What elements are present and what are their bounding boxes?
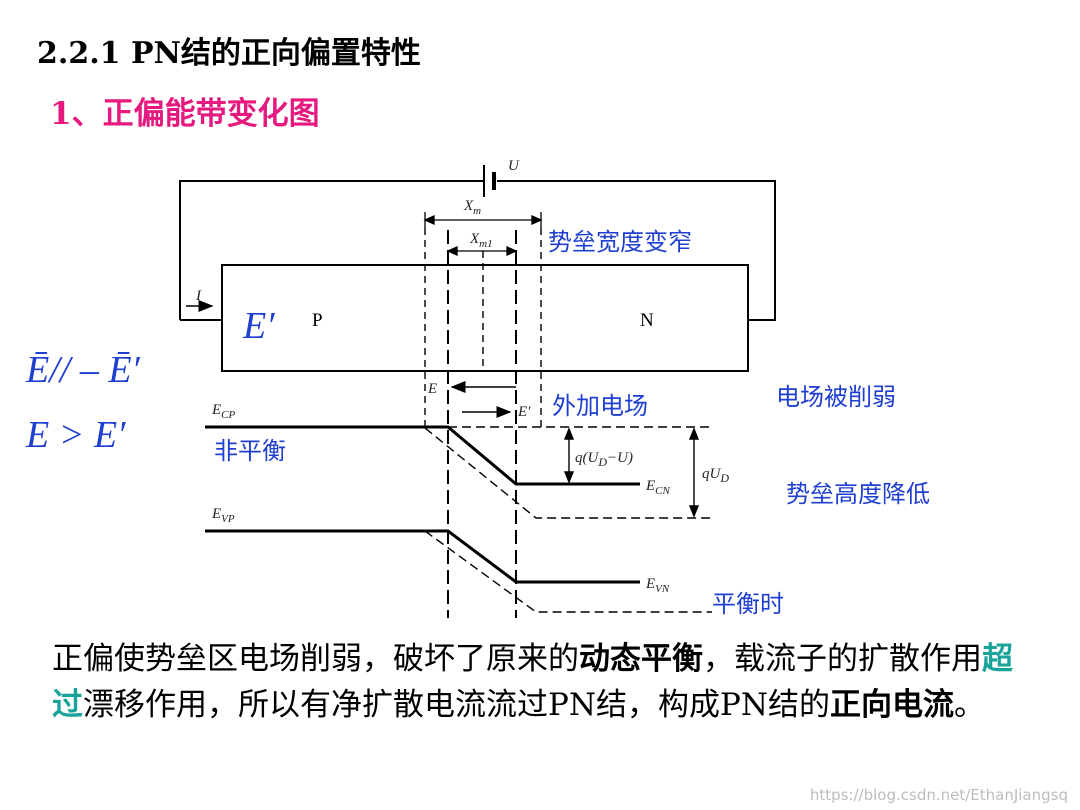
e-prime-label: E′ [242, 305, 275, 347]
ecp-label: ECP [211, 402, 236, 421]
emphasis-exceed: 超过 [52, 641, 1013, 723]
energy-band-diagram: U I E′ P N Xm Xm1 势垒宽度变窄 Ē// – Ē′ E > E′… [25, 158, 930, 618]
q-ud-arrow [688, 427, 700, 518]
band-lines-forward [205, 425, 640, 584]
q-ud-minus-u-label: q(UD−U) [575, 450, 633, 469]
circuit [179, 180, 776, 321]
q-ud-minus-u-arrow [563, 427, 575, 484]
emphasis-forward-current: 正向电流 [829, 687, 954, 723]
e-field-label: E [427, 381, 437, 397]
xm-dimension [423, 212, 543, 228]
equilibrium-note: 平衡时 [712, 590, 784, 618]
q-ud-label: qUD [702, 466, 729, 485]
xm1-label: Xm1 [469, 231, 493, 250]
explanation-paragraph: 正偏使势垒区电场削弱，破坏了原来的动态平衡，载流子的扩散作用超过漂移作用，所以有… [52, 641, 1013, 723]
field-weakened-note: 电场被削弱 [776, 383, 896, 411]
evp-label: EVP [211, 506, 235, 525]
emphasis-dynamic-equilibrium: 动态平衡 [579, 641, 703, 677]
page-title: 2.2.1 PN结的正向偏置特性 [37, 36, 421, 71]
xm1-dimension [446, 245, 518, 257]
evn-label: EVN [645, 576, 670, 595]
band-lines-equilibrium [420, 426, 715, 613]
barrier-height-note: 势垒高度降低 [786, 480, 930, 508]
ecn-label: ECN [645, 478, 671, 497]
external-field-note: 外加电场 [552, 392, 648, 420]
current-label: I [195, 288, 202, 304]
xm-label: Xm [463, 198, 481, 217]
p-region-label: P [312, 310, 323, 331]
battery-icon [483, 165, 496, 197]
watermark: https://blog.csdn.net/EthanJiangsq [809, 786, 1068, 804]
battery-label: U [508, 158, 520, 174]
non-equilibrium-note: 非平衡 [214, 437, 286, 465]
n-region-label: N [640, 310, 654, 331]
field-relation-1: Ē// – Ē′ [25, 349, 141, 391]
xm1-boundaries [447, 230, 517, 618]
pn-block [221, 264, 749, 372]
barrier-width-note: 势垒宽度变窄 [548, 228, 692, 256]
e-prime-field-label: E′ [517, 404, 531, 420]
section-subtitle: 1、正偏能带变化图 [50, 96, 320, 132]
field-relation-2: E > E′ [25, 414, 126, 456]
depletion-boundaries [424, 228, 542, 428]
